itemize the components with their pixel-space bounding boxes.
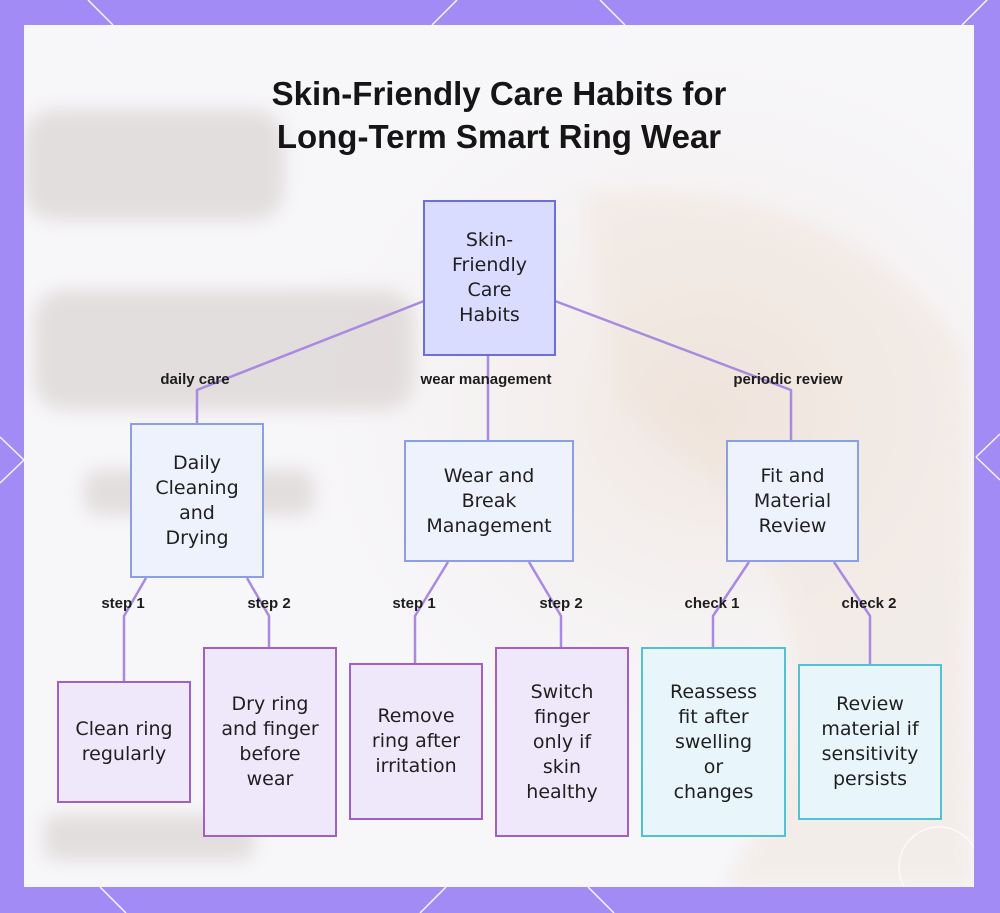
leaf-line: and finger <box>221 718 319 740</box>
leaf-line: Switch <box>530 680 594 703</box>
leaf-line: ring after <box>371 730 461 752</box>
edge-label-daily-care: daily care <box>160 371 230 388</box>
edge-root-periodic-review <box>554 299 793 441</box>
leaf-line: only if <box>532 730 592 753</box>
edge-label-daily-step2: step 2 <box>247 595 291 612</box>
edge-label-wear-step2: step 2 <box>539 595 583 612</box>
edge-wear-step1 <box>413 561 450 664</box>
root-node: Skin- Friendly Care Habits <box>423 200 556 356</box>
leaf-line: fit after <box>678 705 749 728</box>
leaf-line: wear <box>246 768 294 790</box>
root-node-line: Care <box>467 279 512 301</box>
leaf-line: swelling <box>674 730 753 753</box>
node-line: Management <box>426 514 552 537</box>
edge-label-fit-check2: check 2 <box>841 595 897 612</box>
leaf-line: or <box>703 755 724 778</box>
leaf-line: Reassess <box>670 680 757 703</box>
edge-label-periodic-review: periodic review <box>733 371 843 388</box>
diagram-title: Skin-Friendly Care Habits for Long-Term … <box>24 72 974 158</box>
leaf-line: Dry ring <box>231 693 309 715</box>
edge-root-daily-care <box>195 299 425 424</box>
node-wear-break-management: Wear and Break Management <box>404 440 574 562</box>
edge-label-fit-check1: check 1 <box>684 595 740 612</box>
node-line: Break <box>461 489 517 512</box>
root-node-line: Skin- <box>465 229 514 251</box>
leaf-line: healthy <box>526 780 598 803</box>
node-daily-cleaning-drying: Daily Cleaning and Drying <box>130 423 264 578</box>
node-line: and <box>179 501 215 524</box>
leaf-line: irritation <box>375 755 457 777</box>
node-fit-material-review: Fit and Material Review <box>726 440 859 562</box>
edge-fit-check2 <box>832 561 872 665</box>
connector-lines <box>122 299 872 682</box>
edge-fit-check1 <box>711 561 751 648</box>
leaf-dry-ring-and-finger: Dry ring and finger before wear <box>203 647 337 837</box>
leaf-line: before <box>239 743 301 765</box>
node-line: Wear and <box>443 464 535 487</box>
leaf-line: regularly <box>81 743 167 765</box>
edge-label-wear-step1: step 1 <box>392 595 436 612</box>
diagram-panel: Skin-Friendly Care Habits for Long-Term … <box>24 25 974 887</box>
edge-daily-step2 <box>245 577 271 648</box>
leaf-line: Remove <box>377 705 455 727</box>
root-node-line: Friendly <box>452 254 527 276</box>
root-node-line: Habits <box>459 304 520 326</box>
leaf-line: changes <box>673 780 754 803</box>
edge-wear-step2 <box>527 561 563 648</box>
watermark-circle-icon <box>898 826 974 887</box>
edge-daily-step1 <box>122 577 148 682</box>
leaf-line: material if <box>821 718 919 740</box>
leaf-clean-ring-regularly: Clean ring regularly <box>57 681 191 803</box>
node-line: Daily <box>172 451 222 474</box>
node-line: Drying <box>165 526 229 549</box>
edge-label-wear-management: wear management <box>420 371 552 388</box>
leaf-review-material: Review material if sensitivity persists <box>798 664 942 820</box>
title-line-2: Long-Term Smart Ring Wear <box>276 118 722 155</box>
title-line-1: Skin-Friendly Care Habits for <box>271 75 727 112</box>
node-line: Fit and <box>760 464 825 487</box>
leaf-remove-ring-after-irritation: Remove ring after irritation <box>349 663 483 820</box>
node-line: Cleaning <box>155 476 239 499</box>
leaf-line: sensitivity <box>821 743 919 765</box>
leaf-line: persists <box>833 768 907 790</box>
leaf-line: Review <box>836 693 904 715</box>
node-line: Review <box>758 514 827 537</box>
leaf-switch-finger: Switch finger only if skin healthy <box>495 647 629 837</box>
leaf-line: Clean ring <box>75 718 173 740</box>
node-line: Material <box>753 489 832 512</box>
leaf-reassess-fit: Reassess fit after swelling or changes <box>641 647 786 837</box>
leaf-line: skin <box>542 755 582 778</box>
leaf-line: finger <box>534 705 590 728</box>
edge-label-daily-step1: step 1 <box>101 595 145 612</box>
